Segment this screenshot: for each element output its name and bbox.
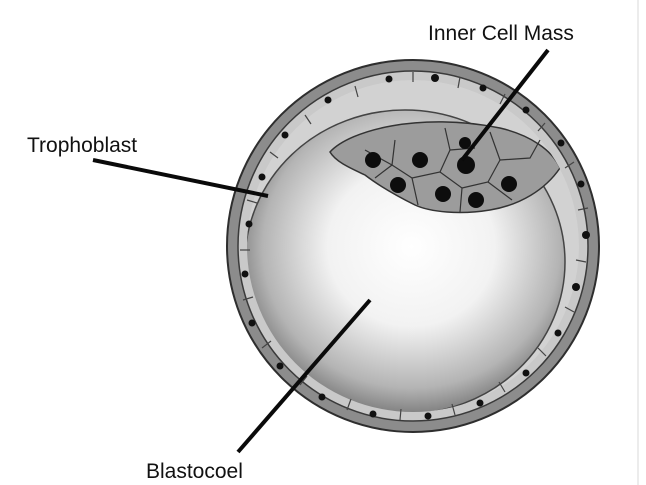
blastocoel-label: Blastocoel: [146, 460, 243, 483]
inner-cell-mass-label: Inner Cell Mass: [428, 22, 574, 45]
trophoblast-label: Trophoblast: [27, 134, 137, 157]
